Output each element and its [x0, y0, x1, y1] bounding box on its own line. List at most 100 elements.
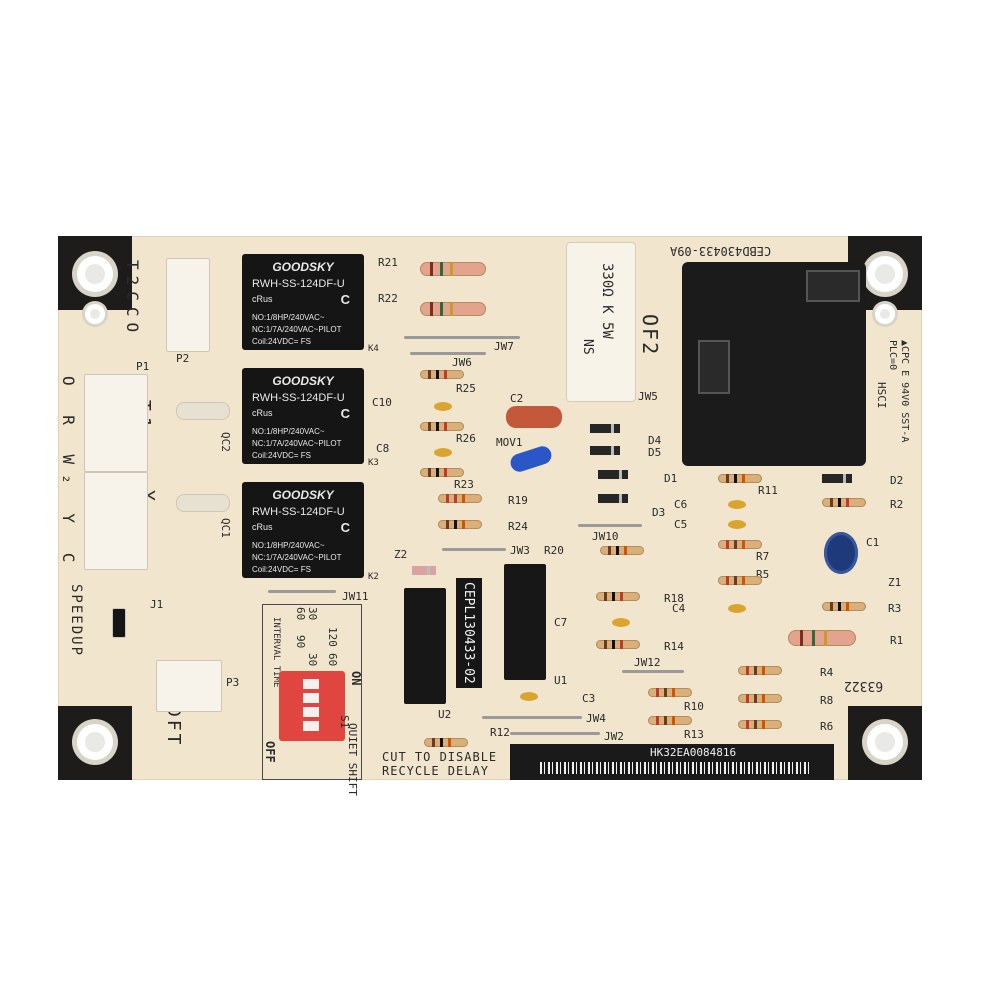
- band: [746, 666, 749, 675]
- dip-toggle-1[interactable]: [303, 679, 319, 689]
- dip-toggle-3[interactable]: [303, 707, 319, 717]
- power-resistor-code: NS: [580, 339, 595, 355]
- band: [444, 370, 447, 379]
- ref-jw3: JW3: [510, 544, 530, 557]
- ref-k4: K4: [368, 344, 379, 354]
- ref-qc1: QC1: [219, 518, 232, 538]
- serial-number: HK32EA0084816: [650, 746, 737, 759]
- band: [446, 520, 449, 529]
- band: [726, 576, 729, 585]
- relay-brand: GOODSKY: [272, 374, 334, 388]
- ref-r4: R4: [820, 666, 834, 679]
- capacitor-c4: [728, 604, 746, 613]
- band: [664, 716, 667, 725]
- ref-jw6: JW6: [452, 356, 472, 369]
- capacitor-c2: [506, 406, 562, 428]
- capacitor-c10: [434, 402, 452, 411]
- band: [762, 694, 765, 703]
- relay-coil-text: Coil:24VDC=: [252, 565, 299, 574]
- cut-note-line-2: RECYCLE DELAY: [382, 764, 489, 778]
- band: [734, 576, 737, 585]
- ref-r24: R24: [508, 520, 528, 533]
- band: [656, 688, 659, 697]
- relay-mark: C: [340, 520, 350, 535]
- capacitor-c6: [728, 500, 746, 509]
- relay-rating-no: NO:1/8HP/240VAC~: [252, 313, 325, 322]
- jumper-jw3: [442, 548, 506, 551]
- relay-coil: Coil:24VDC= FS: [252, 564, 341, 576]
- band: [616, 546, 619, 555]
- band: [450, 302, 453, 316]
- connector-p2[interactable]: [166, 258, 210, 352]
- ref-r21: R21: [378, 256, 398, 269]
- dip-switch[interactable]: [279, 671, 345, 741]
- power-resistor: 330Ω K 5W NS: [566, 242, 636, 402]
- relay-coil-text: Coil:24VDC=: [252, 337, 299, 346]
- ref-d2: D2: [890, 474, 904, 487]
- ref-z1: Z1: [888, 576, 902, 589]
- resistor-r13: [634, 716, 706, 725]
- relay-k3: GOODSKY RWH-SS-124DF-U cRus C NO:1/8HP/2…: [242, 368, 364, 464]
- band: [430, 302, 433, 316]
- connector-p1-upper[interactable]: [84, 374, 148, 472]
- ref-c5: C5: [674, 518, 688, 531]
- relay-mark: C: [340, 292, 350, 307]
- relay-suffix: FS: [300, 565, 311, 574]
- terminal-tab-upper[interactable]: [806, 270, 860, 302]
- mounting-hole-top-right: [867, 256, 903, 292]
- ref-c4: C4: [672, 602, 686, 615]
- band: [726, 540, 729, 549]
- capacitor-c5: [728, 520, 746, 529]
- relay-rating-no: NO:1/8HP/240VAC~: [252, 427, 325, 436]
- band: [742, 576, 745, 585]
- dip-toggle-2[interactable]: [303, 693, 319, 703]
- band: [612, 640, 615, 649]
- relay-k4: GOODSKY RWH-SS-124DF-U cRus C NO:1/8HP/2…: [242, 254, 364, 350]
- jumper-jw7: [404, 336, 520, 339]
- resistor-r7: [704, 540, 776, 549]
- band: [812, 630, 815, 646]
- relay-rating-nc: NC:1/7A/240VAC~PILOT: [252, 553, 342, 562]
- ref-c7: C7: [554, 616, 568, 629]
- band: [430, 262, 433, 276]
- band: [454, 494, 457, 503]
- ref-r22: R22: [378, 292, 398, 305]
- interval-value-3: 90: [294, 635, 307, 649]
- speedup-jumper-header[interactable]: [112, 608, 126, 638]
- resistor-r2: [808, 498, 880, 507]
- ref-r18: R18: [664, 592, 684, 605]
- band: [440, 302, 443, 316]
- terminal-tab-lower[interactable]: [698, 340, 730, 394]
- quick-connect-qc1[interactable]: [176, 494, 230, 512]
- ref-c2: C2: [510, 392, 524, 405]
- band: [746, 694, 749, 703]
- ref-r8: R8: [820, 694, 834, 707]
- jumper-jw11: [268, 590, 336, 593]
- ref-r25: R25: [456, 382, 476, 395]
- circuit-board: CEBD430433-09A T2CCO O R W₂ Y C T1 Y SPE…: [58, 236, 922, 796]
- ref-jw7: JW7: [494, 340, 514, 353]
- diode-d5: [590, 446, 620, 455]
- ref-u2: U2: [438, 708, 452, 721]
- quick-connect-qc2[interactable]: [176, 402, 230, 420]
- resistor-r22: [406, 302, 500, 316]
- band: [604, 592, 607, 601]
- connector-p1-lower[interactable]: [84, 472, 148, 570]
- band: [746, 720, 749, 729]
- mounting-hole-bottom-left: [77, 724, 113, 760]
- serial-barcode-label: HK32EA0084816: [510, 744, 834, 780]
- band: [428, 422, 431, 431]
- chip-label-cepl: CEPL130433-02: [456, 578, 482, 688]
- dip-toggle-4[interactable]: [303, 721, 319, 731]
- interval-value-2: 60: [294, 607, 307, 621]
- interval-value-1: 30: [306, 607, 319, 621]
- power-resistor-value: 330Ω K 5W: [599, 263, 615, 339]
- mounting-hole-small-right: [875, 304, 895, 324]
- ref-c6: C6: [674, 498, 688, 511]
- band: [624, 546, 627, 555]
- ref-r1: R1: [890, 634, 904, 647]
- resistor-r4: [724, 666, 796, 675]
- connector-p3[interactable]: [156, 660, 222, 712]
- quiet-shift-label: QUIET SHIFT: [346, 723, 359, 796]
- band: [620, 640, 623, 649]
